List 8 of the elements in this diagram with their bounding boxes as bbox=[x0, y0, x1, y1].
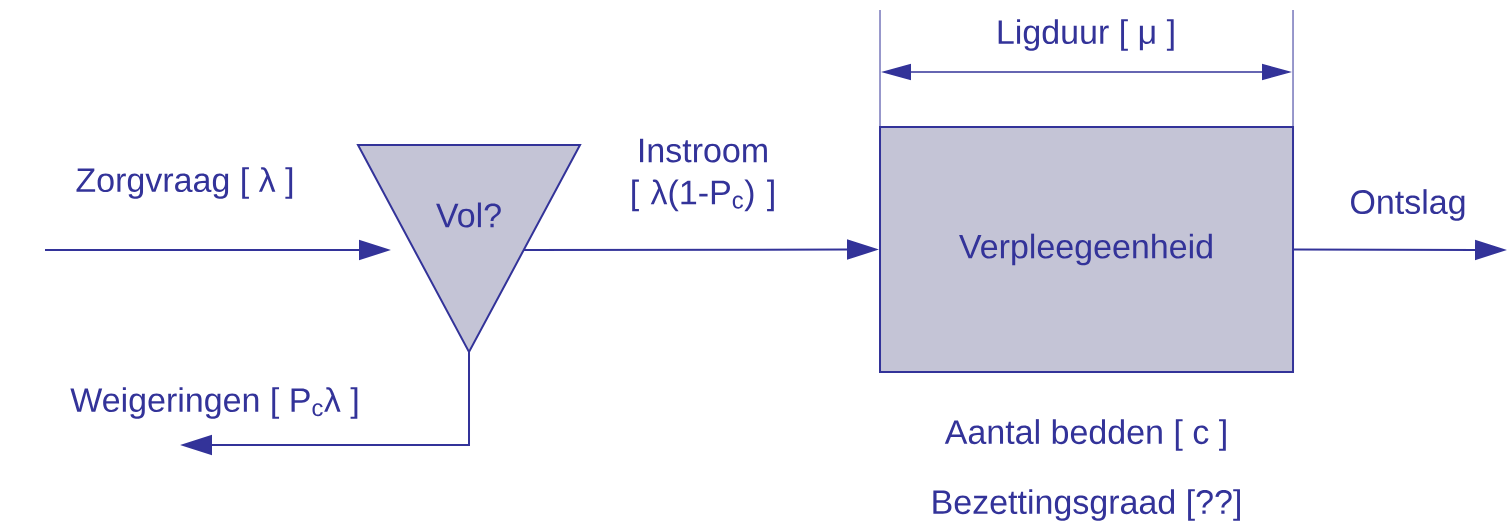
node-label: Aantal bedden [ c ] bbox=[944, 419, 1226, 451]
edge-label: Instroom [ λ(1-P$_{c}$) ] bbox=[632, 138, 774, 212]
edge-label: Weigeringen [ P$_{c}$λ ] bbox=[70, 387, 358, 419]
process-box: Verpleegeenheid bbox=[879, 126, 1294, 373]
edge-label: Zorgvraag [ λ ] bbox=[76, 167, 293, 199]
edge-label: Ontslag bbox=[1351, 189, 1465, 221]
node-label: Bezettingsgraad [??] bbox=[933, 489, 1240, 521]
dimension-label: Ligduur [ μ ] bbox=[998, 19, 1174, 51]
